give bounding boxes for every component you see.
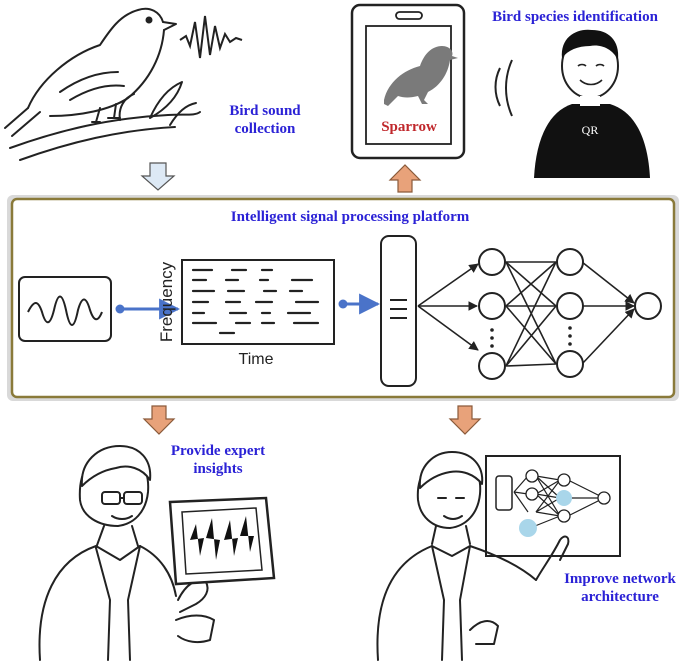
signal-arrows: [115, 293, 381, 320]
arrow-up-to-phone: [388, 164, 422, 193]
arrow-down-right: [448, 405, 482, 435]
tablet-device: [168, 496, 276, 586]
nn-board: [485, 455, 621, 557]
feature-vector: [380, 235, 417, 387]
user-person: [534, 29, 650, 178]
platform-title: Intelligent signal processing platform: [230, 209, 470, 225]
neural-network: [417, 248, 662, 380]
bird-illustration: [4, 7, 201, 161]
arrow-down-to-platform: [140, 162, 176, 191]
expert-person: [38, 445, 215, 661]
spectrogram: Frequency Time: [157, 259, 335, 368]
sound-wave-icon: [179, 15, 243, 59]
shirt-text: QR: [582, 123, 599, 137]
platform-panel: [10, 197, 676, 399]
engineer-person: [376, 451, 570, 661]
speech-lines-icon: [494, 59, 513, 117]
spectrogram-x-label: Time: [239, 351, 274, 368]
phone-device: [350, 3, 466, 160]
improve-network-architecture-label: Improve network architecture: [564, 571, 676, 605]
bird-species-identification-label: Bird species identification: [492, 9, 658, 25]
arrow-down-left: [142, 405, 176, 435]
spectrogram-y-label: Frequency: [157, 261, 176, 342]
bird-sound-collection-label: Bird sound collection: [229, 103, 301, 137]
raw-signal-box: [18, 276, 112, 342]
species-name: Sparrow: [381, 119, 437, 135]
provide-expert-insights-label: Provide expert insights: [170, 443, 266, 477]
sparrow-icon: [384, 46, 458, 106]
